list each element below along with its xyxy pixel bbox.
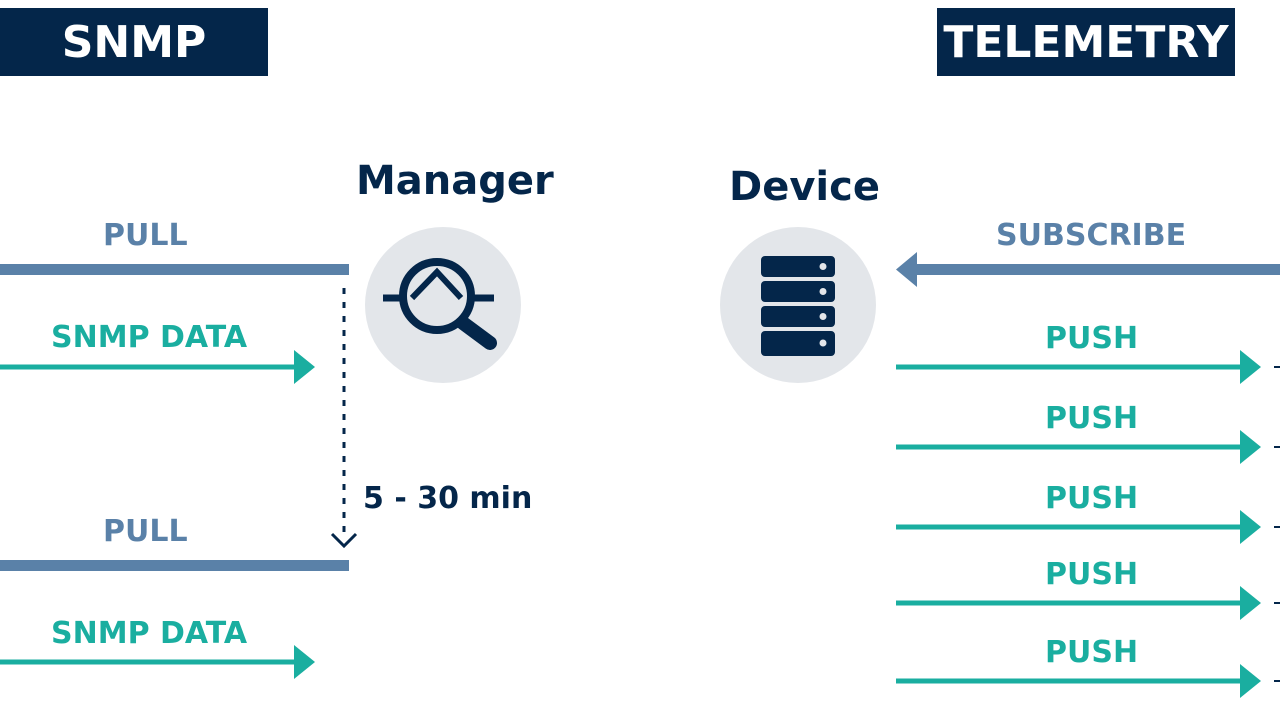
push-label-4: PUSH bbox=[1045, 557, 1139, 592]
pull-line-2 bbox=[0, 560, 349, 571]
telemetry-title: TELEMETRY bbox=[937, 8, 1235, 76]
push-arrow-1 bbox=[896, 350, 1280, 384]
push-label-5: PUSH bbox=[1045, 635, 1139, 670]
snmp-data-arrow-1 bbox=[0, 350, 315, 384]
snmp-data-arrow-2 bbox=[0, 645, 315, 679]
push-arrow-2 bbox=[896, 430, 1280, 464]
interval-label: 5 - 30 min bbox=[363, 481, 533, 516]
push-label-3: PUSH bbox=[1045, 481, 1139, 516]
snmp-data-label-1: SNMP DATA bbox=[51, 320, 248, 355]
push-label-2: PUSH bbox=[1045, 401, 1139, 436]
pull-label-1: PULL bbox=[103, 218, 188, 253]
manager-label: Manager bbox=[356, 158, 554, 204]
snmp-data-label-2: SNMP DATA bbox=[51, 616, 248, 651]
interval-dotted-arrow bbox=[330, 288, 358, 549]
push-arrow-3 bbox=[896, 510, 1280, 544]
push-label-1: PUSH bbox=[1045, 321, 1139, 356]
snmp-title: SNMP bbox=[0, 8, 268, 76]
subscribe-arrow bbox=[896, 252, 1280, 287]
pull-label-2: PULL bbox=[103, 514, 188, 549]
push-arrow-5 bbox=[896, 664, 1280, 698]
magnifier-monitoring-icon bbox=[365, 227, 521, 383]
pull-line-1 bbox=[0, 264, 349, 275]
push-arrow-4 bbox=[896, 586, 1280, 620]
device-label: Device bbox=[729, 164, 880, 210]
server-icon bbox=[720, 227, 876, 383]
subscribe-label: SUBSCRIBE bbox=[996, 218, 1187, 253]
